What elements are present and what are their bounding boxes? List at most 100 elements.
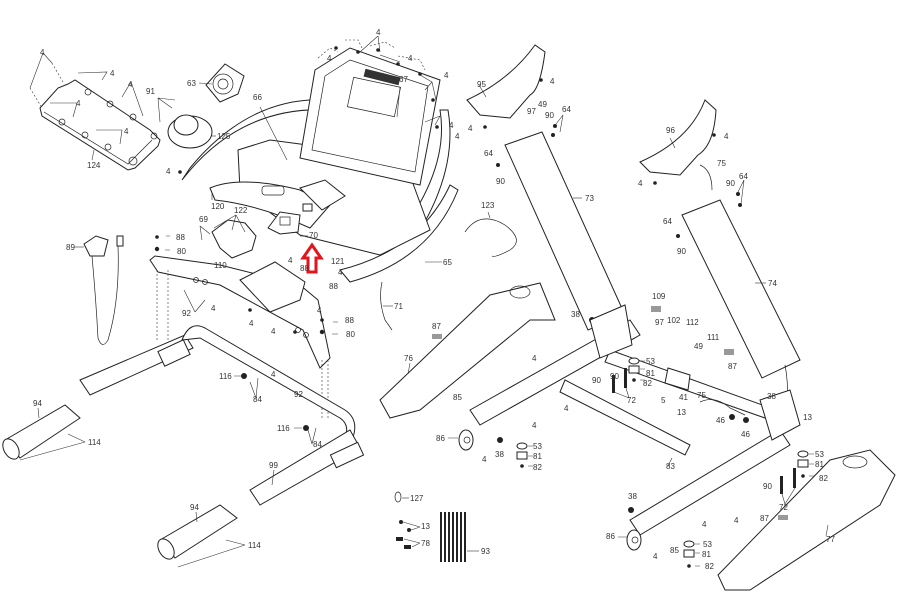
label-81: 81 [702, 550, 711, 559]
label-85: 85 [453, 393, 462, 402]
label-88: 88 [345, 316, 354, 325]
leveling-feet [516, 357, 814, 568]
label-90: 90 [677, 247, 686, 256]
label-4: 4 [76, 99, 81, 108]
label-4: 4 [532, 354, 537, 363]
part-116-clip [234, 373, 317, 445]
label-102: 102 [667, 316, 681, 325]
label-53: 53 [646, 357, 655, 366]
part-123-cable [464, 211, 517, 257]
label-38: 38 [767, 392, 776, 401]
label-83: 83 [666, 462, 675, 471]
part-76-side-cover-left [379, 282, 556, 419]
label-116: 116 [219, 372, 232, 381]
label-4: 4 [124, 127, 129, 136]
label-84: 84 [253, 395, 262, 404]
label-80: 80 [177, 247, 186, 256]
label-38: 38 [495, 450, 504, 459]
label-70: 70 [309, 231, 318, 240]
label-4: 4 [271, 370, 276, 379]
label-120: 120 [211, 202, 225, 211]
label-4: 4 [249, 319, 254, 328]
label-4: 4 [449, 121, 454, 130]
label-95: 95 [477, 80, 486, 89]
label-4: 4 [550, 77, 555, 86]
label-75: 75 [697, 391, 706, 400]
label-87: 87 [760, 514, 769, 523]
part-67-display [299, 47, 441, 186]
label-49: 49 [538, 100, 547, 109]
label-93: 93 [481, 547, 490, 556]
part-63-fan-grill [198, 63, 245, 103]
label-4: 4 [444, 71, 449, 80]
label-124: 124 [87, 161, 101, 170]
part-94-grip-right [157, 504, 246, 568]
label-114: 114 [88, 438, 101, 447]
label-87: 87 [728, 362, 737, 371]
highlight-arrow [300, 242, 324, 274]
part-13-78-hardware [396, 520, 421, 549]
label-46: 46 [741, 430, 750, 439]
label-94: 94 [190, 503, 199, 512]
label-86: 86 [606, 532, 615, 541]
label-4: 4 [653, 552, 658, 561]
label-112: 112 [686, 318, 699, 327]
label-13: 13 [677, 408, 686, 417]
label-92: 92 [294, 390, 303, 399]
right-frame-parts [497, 304, 801, 513]
label-64: 64 [484, 149, 493, 158]
label-71: 71 [394, 302, 403, 311]
label-38: 38 [628, 492, 637, 501]
label-4: 4 [638, 179, 643, 188]
label-122: 122 [234, 206, 248, 215]
part-110-crossbar [149, 255, 331, 420]
label-63: 63 [187, 79, 196, 88]
label-121: 121 [331, 257, 345, 266]
label-53: 53 [533, 442, 542, 451]
label-69: 69 [199, 215, 208, 224]
label-111: 111 [707, 333, 720, 342]
part-77-side-cover-right [717, 449, 896, 591]
label-74: 74 [768, 279, 777, 288]
label-64: 64 [562, 105, 571, 114]
label-82: 82 [705, 562, 714, 571]
label-4: 4 [110, 69, 115, 78]
label-90: 90 [763, 482, 772, 491]
label-53: 53 [815, 450, 824, 459]
part-83-frame [469, 319, 791, 536]
label-80: 80 [346, 330, 355, 339]
label-91: 91 [146, 87, 155, 96]
label-4: 4 [376, 28, 381, 37]
upright-bolts [496, 114, 745, 238]
label-53: 53 [703, 540, 712, 549]
label-87: 87 [432, 322, 441, 331]
label-72: 72 [779, 503, 788, 512]
label-123: 123 [481, 201, 495, 210]
label-4: 4 [734, 516, 739, 525]
label-64: 64 [739, 172, 748, 181]
label-127: 127 [410, 494, 424, 503]
label-72: 72 [627, 396, 636, 405]
part-127-tie [394, 491, 409, 503]
label-4: 4 [702, 520, 707, 529]
part-70-key [267, 211, 308, 237]
label-4: 4 [408, 54, 413, 63]
label-97: 97 [527, 107, 536, 116]
label-97: 97 [655, 318, 664, 327]
part-122-bracket [199, 214, 257, 259]
part-89-sensor [74, 235, 124, 345]
part-labels: 4 4 4 4 4 124 91 63 125 66 4 120 67 4 4 … [33, 28, 835, 571]
label-49: 49 [694, 342, 703, 351]
label-85: 85 [670, 546, 679, 555]
label-64: 64 [663, 217, 672, 226]
label-90: 90 [545, 111, 554, 120]
label-13: 13 [803, 413, 812, 422]
label-116: 116 [277, 424, 290, 433]
label-88: 88 [300, 264, 309, 273]
label-90: 90 [592, 376, 601, 385]
label-65: 65 [443, 258, 452, 267]
label-13: 13 [421, 522, 430, 531]
label-82: 82 [533, 463, 542, 472]
label-84: 84 [313, 440, 322, 449]
label-76: 76 [404, 354, 413, 363]
